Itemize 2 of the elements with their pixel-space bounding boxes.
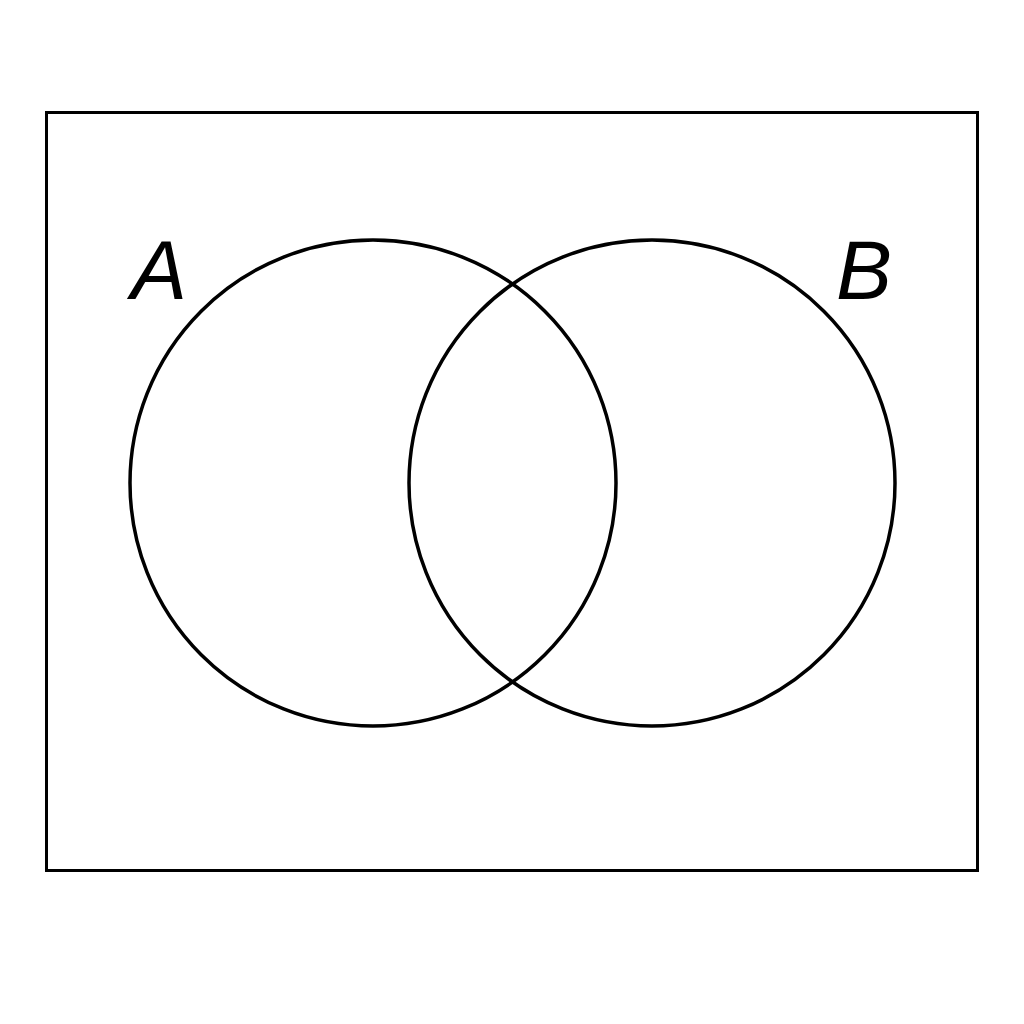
universe-rectangle (45, 111, 979, 872)
set-label: B (836, 228, 893, 312)
